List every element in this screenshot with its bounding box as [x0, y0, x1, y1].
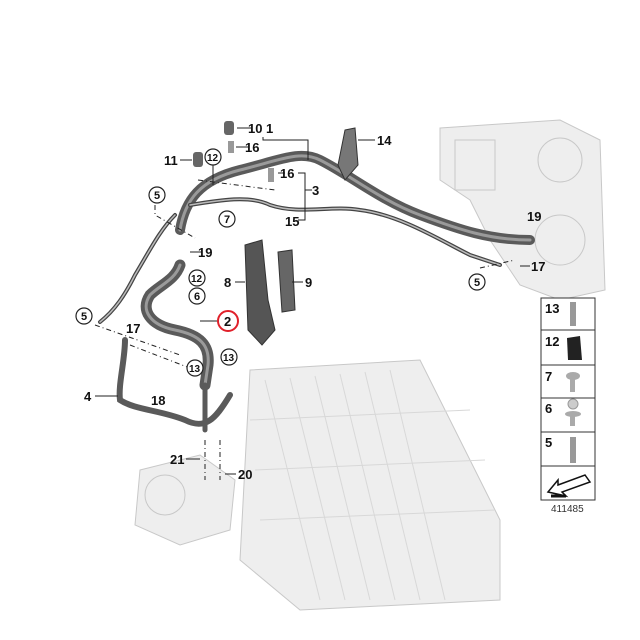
screw-icon	[566, 372, 580, 392]
radiator-ghost	[239, 359, 501, 611]
callout-4[interactable]: 4	[84, 389, 92, 404]
legend-12: 12	[545, 334, 559, 349]
callout-5c[interactable]: 5	[81, 311, 87, 323]
heater-housing-ghost	[439, 119, 606, 301]
bolt-icon	[570, 302, 576, 326]
legend-6: 6	[545, 401, 552, 416]
callout-18[interactable]: 18	[151, 393, 165, 408]
legend-13: 13	[545, 301, 559, 316]
callout-15[interactable]: 15	[285, 214, 299, 229]
callout-12[interactable]: 12	[207, 153, 219, 164]
callout-1[interactable]: 1	[266, 121, 273, 136]
bracket-14	[337, 127, 359, 181]
callout-12b[interactable]: 12	[191, 274, 203, 285]
callout-19[interactable]: 19	[198, 245, 212, 260]
callout-17[interactable]: 17	[531, 259, 545, 274]
callout-11[interactable]: 11	[164, 153, 178, 168]
callout-13b[interactable]: 13	[189, 364, 201, 375]
bolt-icon-5	[570, 437, 576, 463]
compressor-ghost	[134, 454, 236, 546]
callout-2[interactable]: 2	[224, 314, 231, 329]
legend-5: 5	[545, 435, 552, 450]
callout-7[interactable]: 7	[224, 214, 230, 226]
callout-13[interactable]: 13	[223, 353, 235, 364]
callout-5b[interactable]: 5	[474, 277, 480, 289]
callout-20[interactable]: 20	[238, 467, 252, 482]
diagram-reference-number: 411485	[551, 504, 584, 515]
fastener-legend: 13 12 7 6 5 411485	[540, 297, 596, 515]
leader-lines	[95, 127, 530, 475]
callout-21[interactable]: 21	[170, 452, 184, 467]
callout-17b[interactable]: 17	[126, 321, 140, 336]
callout-9[interactable]: 9	[305, 275, 312, 290]
bracket-9	[277, 249, 296, 313]
callout-19b[interactable]: 19	[527, 209, 541, 224]
callouts: 1 10 16 11 12 16 3 5 7 15 19 12 6 8 9 14…	[75, 121, 545, 482]
callout-16[interactable]: 16	[245, 140, 259, 155]
callout-16b[interactable]: 16	[280, 166, 294, 181]
callout-14[interactable]: 14	[377, 133, 392, 148]
callout-10[interactable]: 10	[248, 121, 262, 136]
cap-10	[224, 121, 234, 135]
ball-stud-icon	[565, 398, 581, 426]
assembly-lines	[94, 179, 516, 480]
bracket-8	[244, 239, 276, 346]
cap-11	[193, 152, 203, 167]
clip-icon	[567, 336, 582, 360]
valve-16b	[268, 168, 274, 182]
highlight-ring	[217, 310, 239, 332]
callout-5[interactable]: 5	[154, 190, 160, 202]
valve-16	[228, 141, 234, 153]
callout-6[interactable]: 6	[194, 291, 200, 303]
callout-3[interactable]: 3	[312, 183, 319, 198]
callout-8[interactable]: 8	[224, 275, 231, 290]
legend-7: 7	[545, 369, 552, 384]
